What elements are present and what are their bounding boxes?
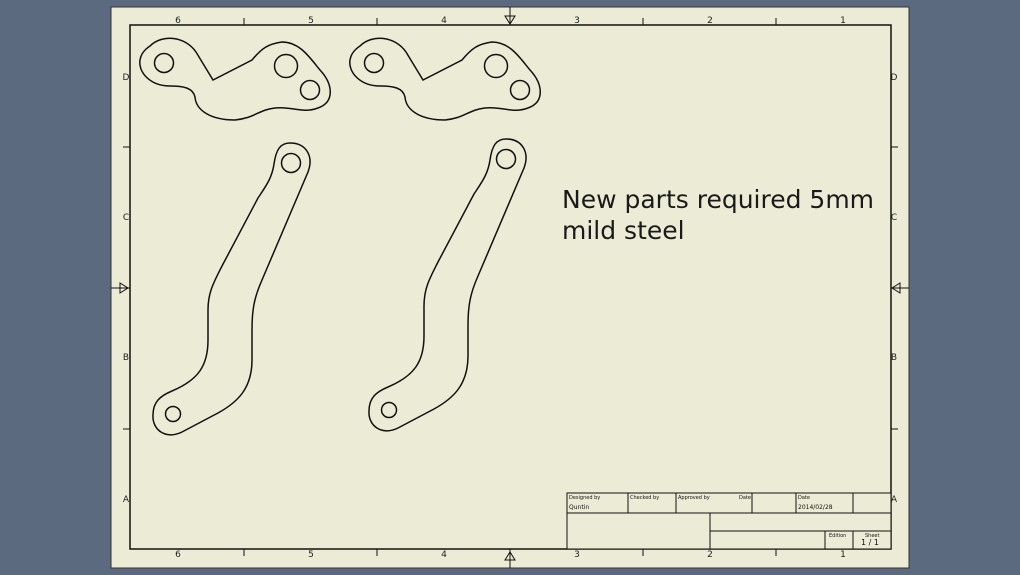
zone-label-col-1: 1	[840, 550, 846, 560]
date-label-2: Date	[798, 495, 810, 501]
zone-label-row-C: C	[123, 213, 129, 223]
zone-label-col-3: 3	[574, 550, 580, 560]
zone-label-col-1: 1	[840, 16, 846, 26]
designed-by-value: Quntin	[569, 504, 589, 511]
title-block: Designed by Quntin Checked by Approved b…	[566, 492, 892, 550]
edition-label: Edition	[829, 533, 846, 539]
zone-label-row-B: B	[123, 353, 129, 363]
link-plate-1[interactable]	[139, 37, 331, 121]
hole	[509, 79, 531, 101]
zone-label-col-6: 6	[175, 16, 181, 26]
zone-label-row-A: A	[891, 495, 898, 505]
zone-label-col-2: 2	[707, 16, 713, 26]
zone-label-col-4: 4	[441, 16, 447, 26]
zone-label-row-B: B	[891, 353, 897, 363]
zone-label-row-C: C	[891, 213, 897, 223]
hole	[153, 52, 175, 74]
hole	[363, 52, 385, 74]
hole	[164, 405, 182, 423]
date-value: 2014/02/28	[798, 504, 833, 511]
sheet-value: 1 / 1	[861, 538, 879, 547]
arm-1[interactable]	[152, 142, 311, 436]
hole	[299, 79, 321, 101]
zone-label-col-6: 6	[175, 550, 181, 560]
hole	[483, 53, 509, 79]
zone-label-col-5: 5	[308, 16, 314, 26]
note-line-2: mild steel	[562, 216, 685, 245]
approved-by-label: Approved by	[678, 495, 710, 501]
hole	[273, 53, 299, 79]
zone-label-col-5: 5	[308, 550, 314, 560]
zone-label-col-4: 4	[441, 550, 447, 560]
checked-by-label: Checked by	[630, 495, 659, 501]
link-plate-2[interactable]	[349, 37, 541, 121]
note-line-1: New parts required 5mm	[562, 185, 874, 214]
paper	[110, 6, 910, 569]
sheet-label: Sheet	[865, 533, 879, 539]
arm-2[interactable]	[368, 138, 527, 432]
date-label-1: Date	[739, 495, 751, 501]
zone-label-col-2: 2	[707, 550, 713, 560]
hole	[280, 152, 302, 174]
zone-label-row-D: D	[891, 73, 898, 83]
designed-by-label: Designed by	[569, 495, 600, 501]
zone-label-row-A: A	[123, 495, 130, 505]
center-arrows	[119, 15, 901, 561]
zone-label-row-D: D	[123, 73, 130, 83]
zone-label-col-3: 3	[574, 16, 580, 26]
hole	[380, 401, 398, 419]
hole	[495, 148, 517, 170]
